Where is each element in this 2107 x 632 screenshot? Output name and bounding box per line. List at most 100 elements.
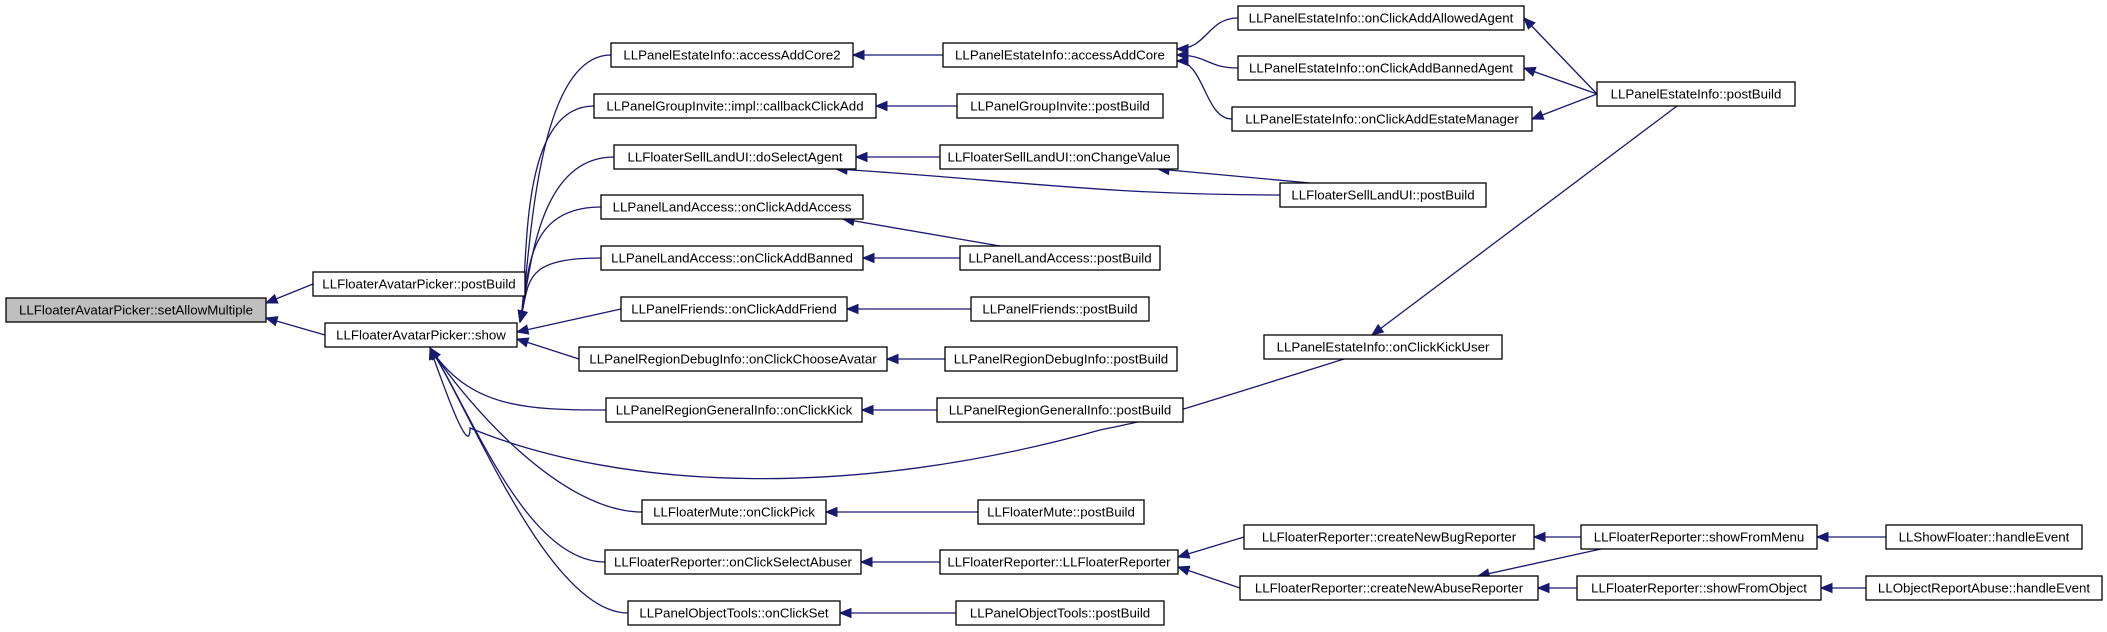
node-box[interactable] [1243,524,1535,550]
node-label: LLFloaterReporter::onClickSelectAbuser [614,555,853,570]
node-prdi-onClickChooseAvatar[interactable]: LLPanelRegionDebugInfo::onClickChooseAva… [578,346,888,372]
node-box[interactable] [1237,5,1525,31]
node-pla-postBuild[interactable]: LLPanelLandAccess::postBuild [959,245,1161,271]
node-label: LLPanelEstateInfo::onClickAddBannedAgent [1249,61,1513,76]
node-fr-createNewAbuseReporter[interactable]: LLFloaterReporter::createNewAbuseReporte… [1239,575,1539,601]
node-label: LLObjectReportAbuse::handleEvent [1878,581,2090,596]
node-label: LLPanelEstateInfo::postBuild [1611,87,1782,102]
node-box[interactable] [600,245,864,271]
node-box[interactable] [1279,182,1487,208]
node-pla-onClickAddAccess[interactable]: LLPanelLandAccess::onClickAddAccess [600,194,864,220]
node-box[interactable] [605,397,863,423]
arrowhead-fr_ctor-to-fr_onClickSelectAbuser [859,556,873,568]
edge-pei_onClickAddEstateManager-to-pei_accessAddCore [1176,60,1233,120]
arrowhead-fap_show-to-root [264,316,279,327]
arrowhead-fr_createNewAbuseReporter-to-fr_ctor [1176,565,1191,576]
edge-pla_onClickAddBanned-to-fap_show [519,257,602,323]
node-pei-accessAddCore[interactable]: LLPanelEstateInfo::accessAddCore [942,42,1178,68]
node-box[interactable] [1263,334,1503,360]
node-box[interactable] [600,194,864,220]
node-box[interactable] [1237,55,1525,81]
node-box[interactable] [959,245,1161,271]
node-prdi-postBuild[interactable]: LLPanelRegionDebugInfo::postBuild [944,346,1178,372]
node-box[interactable] [1885,524,2083,550]
node-box[interactable] [324,322,518,348]
node-root[interactable]: LLFloaterAvatarPicker::setAllowMultiple [5,297,267,323]
node-ora-handleEvent[interactable]: LLObjectReportAbuse::handleEvent [1865,575,2103,601]
node-fslui-onChangeValue[interactable]: LLFloaterSellLandUI::onChangeValue [939,144,1179,170]
node-pei-postBuild[interactable]: LLPanelEstateInfo::postBuild [1596,81,1796,107]
node-box[interactable] [578,346,888,372]
node-box[interactable] [1576,575,1822,601]
node-fr-showFromMenu[interactable]: LLFloaterReporter::showFromMenu [1580,524,1818,550]
node-box[interactable] [1239,575,1539,601]
node-label: LLPanelLandAccess::onClickAddBanned [611,251,853,266]
node-sf-handleEvent[interactable]: LLShowFloater::handleEvent [1885,524,2083,550]
node-box[interactable] [977,499,1145,525]
node-label: LLPanelRegionGeneralInfo::postBuild [949,403,1172,418]
edge-pei_postBuild-to-pei_onClickKickUser [1371,105,1678,336]
node-pei-onClickAddAllowedAgent[interactable]: LLPanelEstateInfo::onClickAddAllowedAgen… [1237,5,1525,31]
arrowhead-prgi_postBuild-to-prgi_onClickKick [860,404,874,416]
node-box[interactable] [312,271,526,297]
node-box[interactable] [1865,575,2103,601]
arrowhead-pf_postBuild-to-pf_onClickAddFriend [845,303,859,315]
node-box[interactable] [1596,81,1796,107]
node-pla-onClickAddBanned[interactable]: LLPanelLandAccess::onClickAddBanned [600,245,864,271]
node-box[interactable] [641,499,827,525]
node-fr-createNewBugReporter[interactable]: LLFloaterReporter::createNewBugReporter [1243,524,1535,550]
node-pei-onClickAddEstateManager[interactable]: LLPanelEstateInfo::onClickAddEstateManag… [1231,106,1533,132]
node-box[interactable] [944,346,1178,372]
node-prgi-onClickKick[interactable]: LLPanelRegionGeneralInfo::onClickKick [605,397,863,423]
node-label: LLPanelFriends::onClickAddFriend [631,302,836,317]
node-box[interactable] [5,297,267,323]
node-box[interactable] [627,600,841,626]
node-pei-onClickKickUser[interactable]: LLPanelEstateInfo::onClickKickUser [1263,334,1503,360]
node-label: LLPanelFriends::postBuild [982,302,1137,317]
node-fr-ctor[interactable]: LLFloaterReporter::LLFloaterReporter [939,549,1179,575]
node-box[interactable] [970,296,1150,322]
node-pf-onClickAddFriend[interactable]: LLPanelFriends::onClickAddFriend [620,296,848,322]
node-box[interactable] [939,144,1179,170]
node-pei-onClickAddBannedAgent[interactable]: LLPanelEstateInfo::onClickAddBannedAgent [1237,55,1525,81]
node-fap-postBuild[interactable]: LLFloaterAvatarPicker::postBuild [312,271,526,297]
arrowhead-pei_postBuild-to-pei_onClickKickUser [1370,323,1385,336]
node-box[interactable] [593,93,877,119]
node-fm-onClickPick[interactable]: LLFloaterMute::onClickPick [641,499,827,525]
node-pei-accessAddCore2[interactable]: LLPanelEstateInfo::accessAddCore2 [610,42,854,68]
node-label: LLFloaterReporter::showFromMenu [1594,530,1805,545]
node-box[interactable] [955,600,1165,626]
arrowhead-pf_onClickAddFriend-to-fap_show [515,324,530,335]
node-pot-onClickSet[interactable]: LLPanelObjectTools::onClickSet [627,600,841,626]
node-fap-show[interactable]: LLFloaterAvatarPicker::show [324,322,518,348]
node-box[interactable] [604,549,862,575]
node-box[interactable] [1231,106,1533,132]
node-box[interactable] [620,296,848,322]
node-prgi-postBuild[interactable]: LLPanelRegionGeneralInfo::postBuild [936,397,1184,423]
node-fr-onClickSelectAbuser[interactable]: LLFloaterReporter::onClickSelectAbuser [604,549,862,575]
node-pot-postBuild[interactable]: LLPanelObjectTools::postBuild [955,600,1165,626]
node-box[interactable] [942,42,1178,68]
node-pf-postBuild[interactable]: LLPanelFriends::postBuild [970,296,1150,322]
node-box[interactable] [610,42,854,68]
edge-pot_onClickSet-to-fap_show [429,347,629,614]
node-label: LLPanelLandAccess::postBuild [968,251,1151,266]
node-fm-postBuild[interactable]: LLFloaterMute::postBuild [977,499,1145,525]
arrowhead-fr_showFromMenu-to-fr_createNewBugReporter [1532,531,1546,543]
node-pgi-postBuild[interactable]: LLPanelGroupInvite::postBuild [956,93,1164,119]
edge-pei_postBuild-to-pei_onClickAddBannedAgent [1523,67,1598,95]
node-box[interactable] [613,144,857,170]
node-box[interactable] [939,549,1179,575]
edge-pei_onClickAddAllowedAgent-to-pei_accessAddCore [1176,17,1239,50]
node-fr-showFromObject[interactable]: LLFloaterReporter::showFromObject [1576,575,1822,601]
arrowhead-pla_onClickAddBanned-to-fap_show [517,309,528,324]
node-box[interactable] [936,397,1184,423]
node-label: LLPanelRegionDebugInfo::onClickChooseAva… [589,352,877,367]
arrowhead-pei_postBuild-to-pei_onClickAddAllowedAgent [1523,17,1536,30]
node-fslui-postBuild[interactable]: LLFloaterSellLandUI::postBuild [1279,182,1487,208]
edge-pei_postBuild-to-pei_onClickAddEstateManager [1531,93,1598,120]
node-box[interactable] [1580,524,1818,550]
node-box[interactable] [956,93,1164,119]
node-fslui-doSelectAgent[interactable]: LLFloaterSellLandUI::doSelectAgent [613,144,857,170]
node-pgi-callbackClickAdd[interactable]: LLPanelGroupInvite::impl::callbackClickA… [593,93,877,119]
